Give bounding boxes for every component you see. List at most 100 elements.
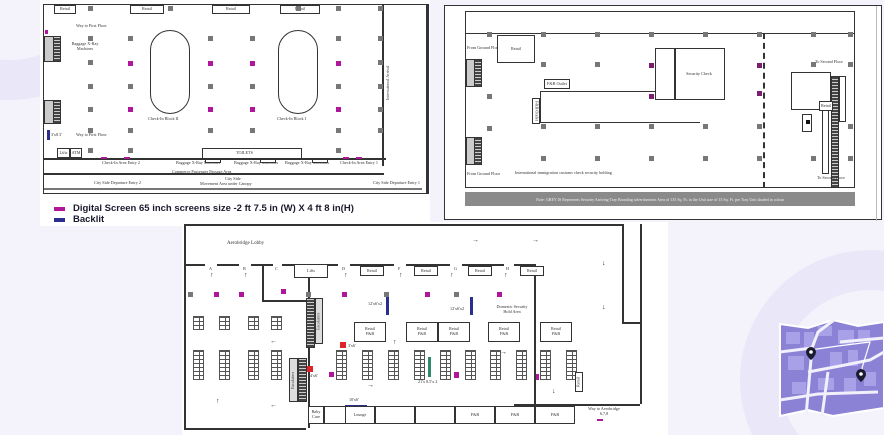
commerce-passage-label: Commerce Passenger Passage Area: [172, 169, 232, 174]
fnb-box: F&B: [495, 406, 535, 424]
gate-label: G: [454, 266, 458, 271]
seating-block: [248, 316, 259, 330]
backlit-size-label: 3'x8.3': [51, 132, 62, 137]
gate-label: B: [243, 266, 246, 271]
digital-screen-marker: [425, 292, 430, 297]
seating-block: [271, 350, 282, 380]
international-arrival-label: International Arrival: [385, 65, 390, 100]
central-block: [540, 91, 700, 123]
baggage-machine-label: Baggage X-Ray Machines: [176, 160, 221, 165]
retail-box: Retail: [360, 266, 384, 276]
staircase: [474, 59, 482, 87]
retail-side-box: Retail: [575, 372, 583, 392]
column: [88, 107, 93, 112]
domestic-hold-label: Domestic Security Hold Area: [496, 304, 528, 314]
movement-area-label: Movement Area under Canopy: [200, 181, 252, 186]
frontage-line: [44, 173, 384, 175]
column: [88, 60, 93, 65]
digital-screen-marker: [649, 94, 654, 99]
seating-block: [465, 350, 476, 380]
column: [208, 36, 213, 41]
column: [757, 156, 762, 161]
digital-screen-marker: [343, 157, 349, 159]
seating-block: [336, 350, 347, 380]
column: [541, 156, 546, 161]
stair-rail: [822, 110, 829, 174]
gate-line: [406, 264, 450, 266]
backlit-size-label: 12'x6'x2: [368, 301, 383, 306]
column: [128, 36, 133, 41]
atm-box: ATM: [70, 148, 82, 158]
column: [541, 32, 546, 37]
column: [487, 32, 492, 37]
column: [378, 6, 383, 11]
digital-screen-marker: [342, 292, 347, 297]
retail-box: Retail: [130, 5, 164, 14]
gate-label: A: [209, 266, 213, 271]
gate-line: [350, 264, 394, 266]
direction-arrow-icon: →: [472, 236, 479, 244]
corridor-wall: [622, 322, 640, 324]
direction-arrow-icon: ↑: [393, 338, 397, 346]
column: [703, 32, 708, 37]
wall-segment: [262, 300, 308, 302]
seating-block: [193, 316, 204, 330]
column: [378, 36, 383, 41]
gate-label: F: [398, 266, 401, 271]
seating-block: [516, 350, 527, 380]
checkin-block-1-label: Check-In Block I: [277, 116, 307, 121]
seating-block: [566, 350, 577, 380]
column: [595, 156, 600, 161]
backlit-size-label: 10'x6': [349, 397, 359, 402]
column: [128, 128, 133, 133]
green-ad-marker: [428, 357, 431, 377]
backlit-size-label: 12'x6'x2: [450, 306, 465, 311]
direction-arrow-icon: ↑: [344, 271, 348, 279]
column: [250, 128, 255, 133]
security-check-box: Security Check: [655, 48, 725, 100]
backlit-swatch: [54, 217, 65, 222]
plan-outline: [43, 4, 427, 194]
outer-right-wall: [640, 224, 642, 404]
column: [296, 6, 301, 11]
way-to-first-floor-label: Way to First Floor: [76, 23, 107, 28]
baggage-machine: [205, 159, 221, 163]
wall-segment: [308, 278, 310, 428]
column: [88, 6, 93, 11]
column: [306, 292, 311, 297]
red-ad-marker: [307, 366, 313, 372]
column: [848, 124, 853, 129]
seating-block: [271, 316, 282, 330]
column: [703, 124, 708, 129]
column: [848, 62, 853, 67]
fnb-box: F&B: [535, 406, 575, 424]
retail-box: Retail: [212, 5, 250, 14]
seating-block: [490, 350, 501, 380]
seating-block: [440, 350, 451, 380]
column: [88, 36, 93, 41]
baggage-machine: [312, 159, 328, 163]
column: [595, 124, 600, 129]
stair-block: [791, 72, 831, 110]
staircase: [53, 36, 61, 62]
lifts-box: Lifts: [57, 148, 70, 158]
column: [487, 94, 492, 99]
side-outlet-box: F&B Outlet: [532, 98, 540, 124]
seating-block: [219, 316, 230, 330]
checkin-block-2-label: Check-In Block II: [148, 116, 179, 121]
direction-arrow-icon: →: [367, 381, 374, 389]
legend-item-digital-screen: Digital Screen 65 inch screens size -2 f…: [54, 203, 354, 214]
legend-label: Backlit: [73, 214, 105, 225]
red-size-label: 4'x6': [310, 373, 318, 378]
retail-box: Retail: [468, 266, 492, 276]
direction-arrow-icon: →: [500, 348, 507, 356]
column: [208, 128, 213, 133]
column: [250, 36, 255, 41]
frontage-line: [44, 158, 386, 160]
fnb-outlet-box: F&B Outlet: [544, 79, 570, 89]
digital-screen-marker: [454, 372, 459, 378]
digital-screen-marker: [124, 157, 130, 159]
gate-label: C: [275, 266, 278, 271]
digital-screen-marker: [336, 107, 341, 112]
way-to-first-floor-label: Way to First Floor: [76, 132, 107, 137]
